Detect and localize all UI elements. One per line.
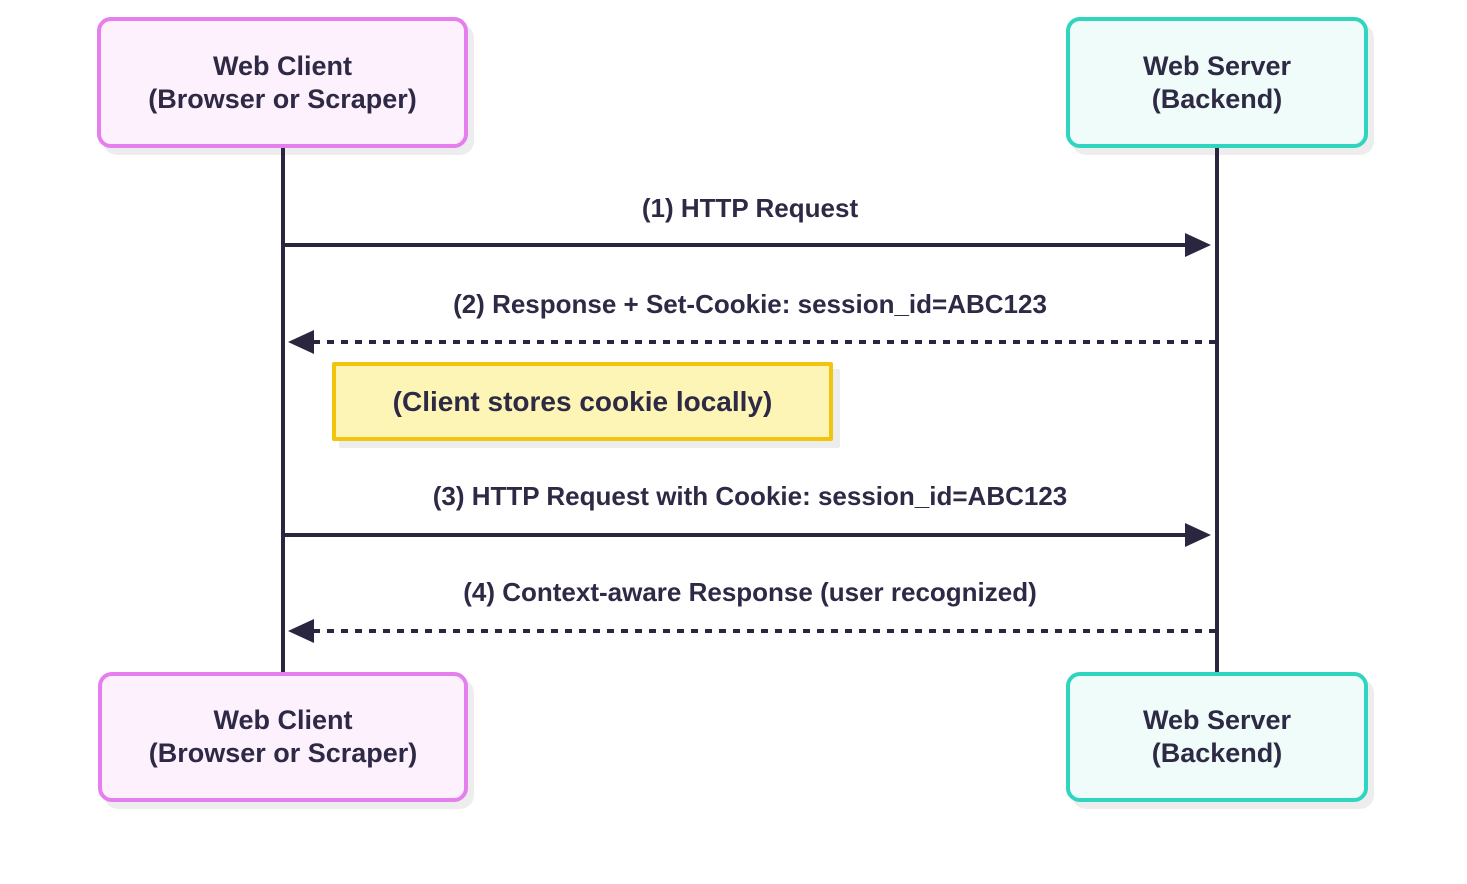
actor-box-web-client-top: Web Client (Browser or Scraper) (97, 17, 468, 148)
actor-box-web-client-bottom: Web Client (Browser or Scraper) (98, 672, 468, 802)
lifeline-web-client (281, 148, 285, 672)
actor-label-line2: (Backend) (1151, 83, 1283, 114)
actor-label-line2: (Browser or Scraper) (148, 738, 418, 768)
actor-label-line1: Web Server (1142, 705, 1292, 735)
arrowhead-left-icon (288, 619, 314, 643)
actor-label-line2: (Browser or Scraper) (148, 83, 417, 114)
actor-label-line1: Web Client (213, 705, 353, 735)
arrowhead-right-icon (1185, 233, 1211, 257)
message-3-label: (3) HTTP Request with Cookie: session_id… (432, 481, 1068, 511)
note-client-stores-cookie: (Client stores cookie locally) (332, 362, 833, 441)
actor-label-line1: Web Client (212, 50, 352, 81)
message-3-line (285, 533, 1185, 537)
actor-box-web-server-bottom: Web Server (Backend) (1066, 672, 1368, 802)
arrowhead-right-icon (1185, 523, 1211, 547)
message-4-label: (4) Context-aware Response (user recogni… (463, 577, 1037, 607)
actor-box-web-server-top: Web Server (Backend) (1066, 17, 1368, 148)
message-2-line (313, 340, 1216, 344)
message-4-line (313, 629, 1216, 633)
message-1-line (285, 243, 1185, 247)
actor-label-line1: Web Server (1142, 50, 1292, 81)
arrowhead-left-icon (288, 330, 314, 354)
lifeline-web-server (1215, 148, 1219, 672)
message-1-label: (1) HTTP Request (641, 193, 859, 223)
message-2-label: (2) Response + Set-Cookie: session_id=AB… (453, 289, 1047, 319)
actor-label-line2: (Backend) (1151, 738, 1283, 768)
